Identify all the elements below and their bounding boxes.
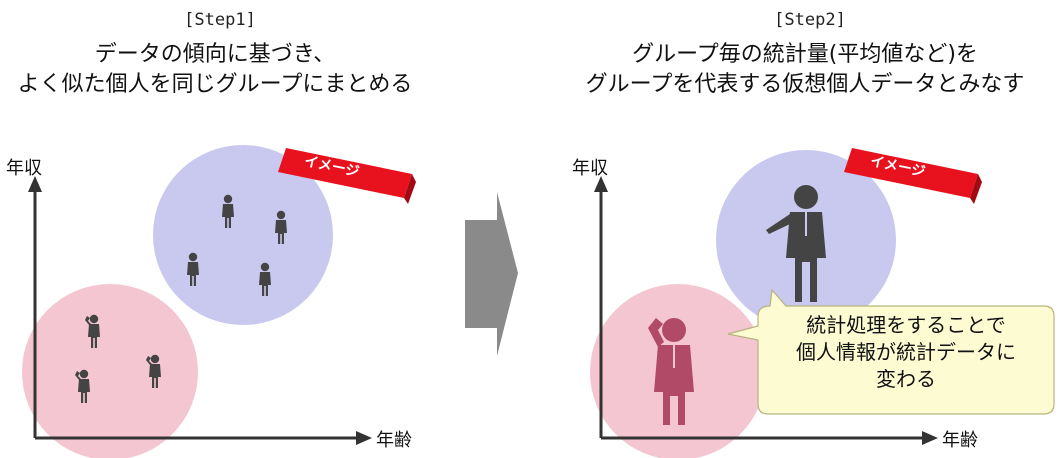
step1-tag: [Step1] bbox=[184, 10, 256, 30]
step1-heading-line2: よく似た個人を同じグループにまとめる bbox=[17, 72, 413, 97]
large-saluting-person-icon bbox=[648, 318, 694, 425]
step1-pink-group bbox=[22, 284, 198, 458]
right-arrow-icon bbox=[465, 192, 518, 356]
callout-line2: 個人情報が統計データに bbox=[796, 340, 1016, 364]
step1-heading-line1: データの傾向に基づき、 bbox=[94, 42, 336, 67]
step2-heading: グループ毎の統計量(平均値など)を グループを代表する仮想個人データとみなす bbox=[570, 40, 1040, 100]
step2-tag: [Step2] bbox=[774, 10, 846, 30]
large-person-icon bbox=[766, 185, 826, 302]
step2-image-badge bbox=[844, 148, 982, 204]
step2-x-axis-label: 年齢 bbox=[942, 430, 978, 451]
step1-x-axis-label: 年齢 bbox=[376, 430, 412, 451]
callout-line1: 統計処理をすることで bbox=[806, 313, 1006, 337]
step1-y-axis-label: 年収 bbox=[6, 158, 42, 179]
step1-blue-group bbox=[153, 145, 333, 325]
callout-line3: 変わる bbox=[876, 367, 936, 391]
step2-axes bbox=[594, 176, 938, 445]
step2-y-axis-label: 年収 bbox=[572, 158, 608, 179]
step1-heading: データの傾向に基づき、 よく似た個人を同じグループにまとめる bbox=[0, 40, 450, 100]
callout-bubble bbox=[727, 288, 1055, 415]
step2-heading-line1: グループ毎の統計量(平均値など)を bbox=[632, 42, 978, 67]
step1-image-badge bbox=[278, 148, 416, 204]
callout-text: 統計処理をすることで 個人情報が統計データに 変わる bbox=[758, 312, 1054, 393]
step1-axes bbox=[28, 176, 372, 445]
step2-heading-line2: グループを代表する仮想個人データとみなす bbox=[585, 72, 1025, 97]
